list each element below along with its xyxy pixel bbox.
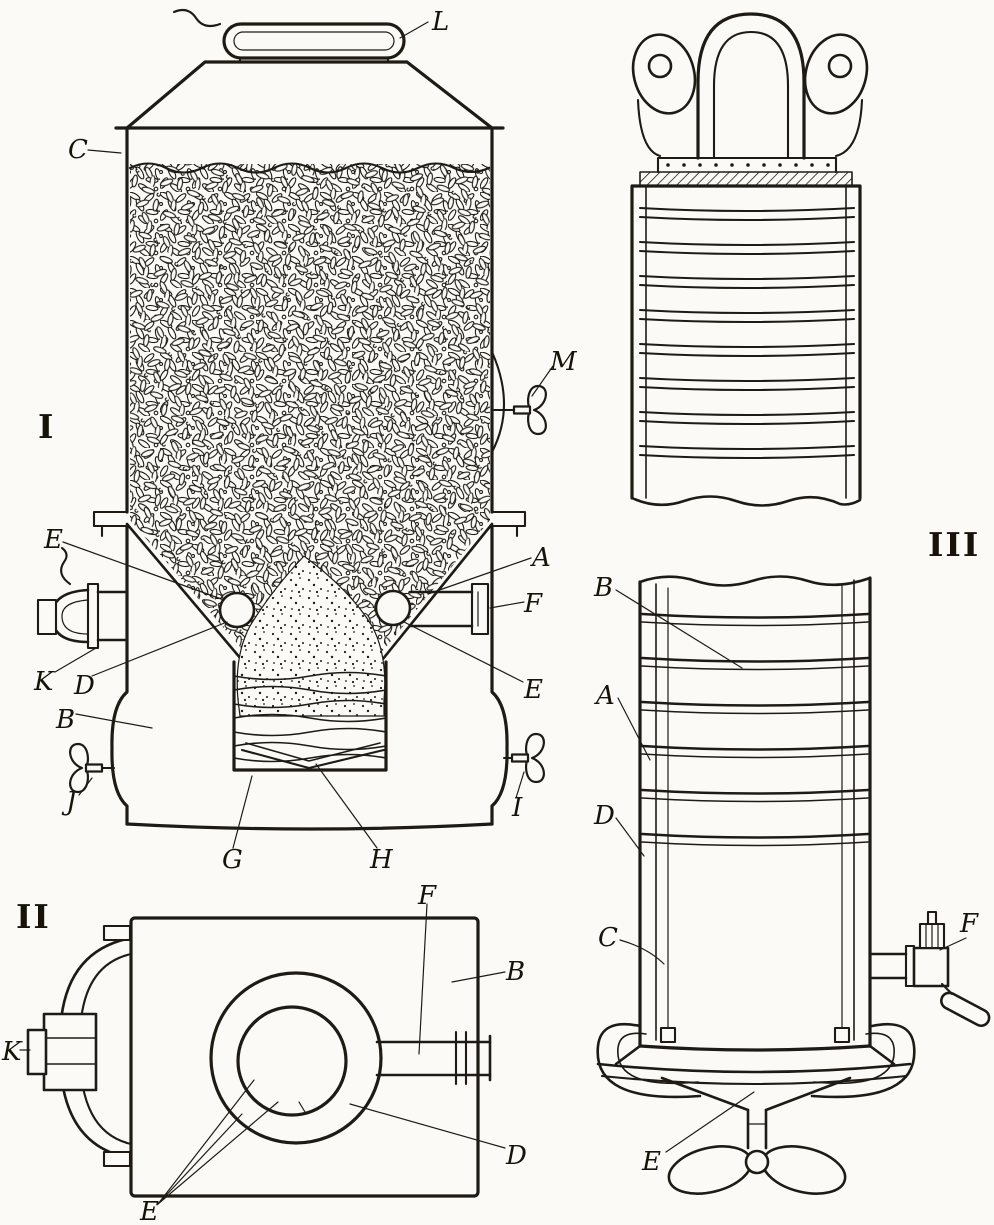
flange-left <box>92 510 129 538</box>
petcock-valve <box>868 910 991 1028</box>
clamp-bracket <box>631 12 869 160</box>
rivet-row <box>666 163 830 167</box>
rib-bands-lower <box>640 612 870 847</box>
corrugated-basket <box>232 660 388 772</box>
fig1-label-a: A <box>530 543 551 573</box>
clamp-wingnut <box>667 1145 847 1195</box>
shell-bottom <box>125 822 494 831</box>
valve-ball-left <box>218 591 256 629</box>
inlet-fitting <box>36 546 129 650</box>
fig1-label-b: B <box>55 705 75 735</box>
ring-inner <box>236 1005 348 1117</box>
fig3-label-b: B <box>593 573 613 603</box>
outlet-pipe <box>408 582 490 636</box>
fig3-label-c: C <box>598 923 618 953</box>
collar <box>656 156 838 174</box>
fig2-label-b: B <box>505 957 525 987</box>
casing-outline <box>129 916 480 1198</box>
figure-1-sectional-view <box>36 8 554 849</box>
canister-bottom-edge <box>638 1044 872 1052</box>
fig1-label-h: H <box>369 845 394 875</box>
hopper-wall-right <box>372 522 494 672</box>
bolt-hole-right <box>827 53 853 79</box>
fig2-label-f: F <box>417 881 437 911</box>
basket-funnel <box>240 748 386 772</box>
fitting-hook <box>60 546 72 586</box>
base-stand <box>596 1022 916 1195</box>
fig1-label-c: C <box>68 135 88 165</box>
canister-body-upper <box>630 184 862 500</box>
valve-ball-right <box>374 589 412 627</box>
ring-outer <box>209 971 383 1145</box>
figure-3-leader-lines <box>615 589 967 1153</box>
fig1-label-e-left: E <box>43 525 63 555</box>
break-line-lower <box>638 575 872 587</box>
hopper-wall-left <box>125 522 254 674</box>
fig1-label-l: L <box>431 7 449 37</box>
figure-3-lower-view <box>596 575 991 1195</box>
carbide-charge-texture <box>130 164 490 702</box>
flange-right <box>490 510 527 538</box>
figure-2-leader-lines <box>19 903 506 1205</box>
feed-cone-speckle <box>236 555 386 717</box>
fig2-label-k: K <box>1 1037 23 1067</box>
shell-right-wall <box>490 126 509 826</box>
ring-neck-pipe <box>375 1030 492 1086</box>
wingnut-m <box>512 384 547 436</box>
bolt-hole-left <box>647 53 673 79</box>
figure-labels: I II III L C M E A F K D E B J G H I F B… <box>1 7 980 1225</box>
fig1-label-f: F <box>523 589 543 619</box>
fig1-label-k: K <box>33 667 55 697</box>
lid-handle <box>172 8 406 64</box>
fill-level-line <box>128 162 491 174</box>
fig3-label-d: D <box>593 801 615 831</box>
figure-3-number: III <box>928 525 980 564</box>
wingnut-i <box>510 732 545 784</box>
fig1-label-e-right: E <box>523 675 543 705</box>
figure-1-leader-lines <box>54 21 554 849</box>
base-funnel <box>660 1076 852 1112</box>
fig1-label-d: D <box>73 671 95 701</box>
fig3-label-a: A <box>594 681 615 711</box>
valve-handle <box>940 991 991 1028</box>
fig1-label-i: I <box>511 793 523 823</box>
fig2-label-e: E <box>139 1197 159 1225</box>
clamp-loop <box>696 12 806 160</box>
clamp-fitting-k <box>26 924 133 1168</box>
fig3-label-e: E <box>641 1147 661 1177</box>
shell-left-wall <box>110 126 129 826</box>
lid-hook <box>172 8 222 28</box>
canister-lid <box>125 60 494 130</box>
figure-2-plan-view <box>19 903 506 1205</box>
fig1-label-g: G <box>222 845 243 875</box>
figure-2-number: II <box>16 897 51 936</box>
figure-1-number: I <box>38 407 55 446</box>
break-line-upper <box>630 495 862 507</box>
fig1-label-j: J <box>61 787 78 817</box>
fig1-label-m: M <box>549 347 578 377</box>
rib-bands-upper <box>638 206 856 460</box>
fig3-label-f: F <box>959 909 979 939</box>
fig2-label-d: D <box>505 1141 527 1171</box>
gasket-hatch-band <box>639 171 853 187</box>
canister-body-lower <box>638 576 872 1048</box>
tie-rods <box>667 585 843 1031</box>
figure-3-upper-view <box>630 12 869 507</box>
side-clamp-arc <box>490 350 505 454</box>
